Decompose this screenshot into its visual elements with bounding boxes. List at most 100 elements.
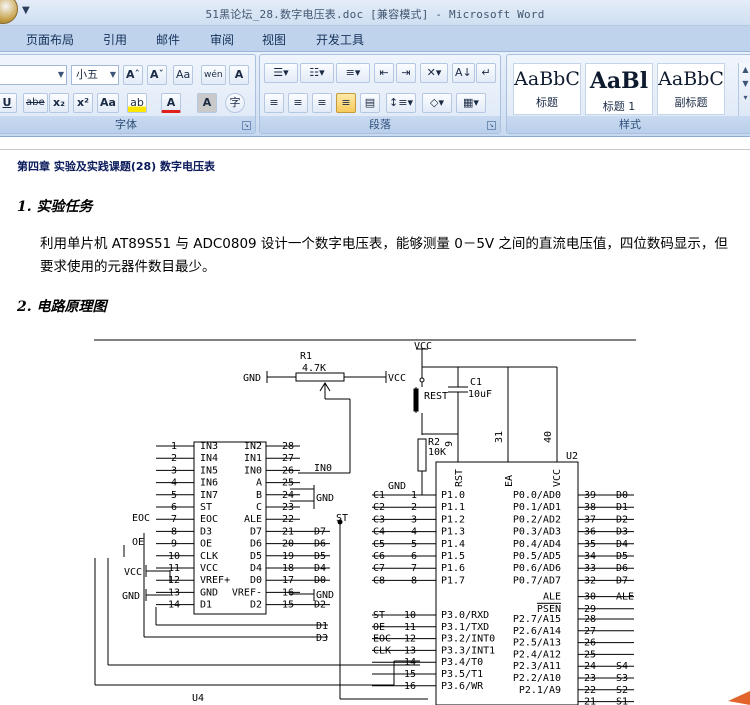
- section-heading-1: 1. 实验任务: [17, 199, 93, 215]
- mcu-p1-pin-number: 5: [411, 539, 417, 550]
- adc-right-pin-name: B: [256, 490, 262, 501]
- mcu-p2-pin-name: P2.1/A9: [519, 685, 561, 696]
- adc-right-pin-number: 17: [282, 575, 294, 586]
- adc-data-net: D0: [314, 575, 326, 586]
- bullets-button[interactable]: ☰▾: [264, 63, 298, 83]
- mcu-p1-pin-name: P1.6: [441, 563, 465, 574]
- underline-button[interactable]: U: [0, 93, 17, 113]
- adc-left-pin-number: 4: [171, 478, 177, 489]
- chinese-layout-button[interactable]: ✕▾: [420, 63, 448, 83]
- char-shading-button[interactable]: A: [197, 93, 217, 113]
- mcu-p3-pin-number: 10: [404, 610, 416, 621]
- styles-scroll[interactable]: ▲▼▾: [738, 63, 750, 121]
- adc-right-pin-number: 28: [282, 441, 294, 452]
- adc-data-net: D7: [314, 526, 326, 537]
- adc-right-pin-name: IN2: [244, 441, 262, 452]
- highlight-button[interactable]: ab: [127, 93, 147, 113]
- mcu-pin-40: 40: [543, 431, 554, 443]
- adc-left-pin-number: 14: [168, 600, 180, 611]
- mcu-p1-pin-number: 4: [411, 527, 417, 538]
- tab-mailings[interactable]: 邮件: [156, 33, 181, 47]
- style-title[interactable]: AaBbC 标题: [513, 63, 581, 115]
- adc-left-pin-number: 10: [168, 551, 180, 562]
- mcu-p0-pin-name: P0.6/AD6: [513, 563, 561, 574]
- mcu-p0-net: D1: [616, 502, 628, 513]
- font-color-button[interactable]: A: [161, 93, 181, 113]
- numbering-button[interactable]: ☷▾: [300, 63, 334, 83]
- style-heading1[interactable]: AaBl 标题 1: [585, 63, 653, 115]
- paragraph-dialog-launcher-icon[interactable]: ↘: [487, 121, 496, 130]
- vcc-label-top: VCC: [414, 341, 432, 352]
- mcu-p2-pin-number: 28: [584, 614, 596, 625]
- adc-left-pin-name: VREF+: [200, 575, 230, 586]
- tab-references[interactable]: 引用: [103, 33, 128, 47]
- r1-value: 4.7K: [302, 363, 326, 374]
- mcu-p1-net: C6: [373, 551, 385, 562]
- font-group: ▼ 小五▼ Aˆ Aˇ Aa wén A U abe x₂ x² Aa ab A…: [0, 54, 256, 134]
- align-left-button[interactable]: ≡: [264, 93, 284, 113]
- multilevel-list-button[interactable]: ≡▾: [336, 63, 370, 83]
- adc-left-pin-number: 13: [168, 587, 180, 598]
- superscript-button[interactable]: x²: [73, 93, 93, 113]
- clear-format-button[interactable]: Aa: [173, 65, 194, 85]
- font-name-select[interactable]: ▼: [0, 65, 67, 85]
- mcu-p3-pin-number: 16: [404, 681, 416, 692]
- grow-font-button[interactable]: Aˆ: [123, 65, 144, 85]
- adc-left-pin-name: OE: [200, 539, 212, 550]
- ribbon-tabs: 页面布局 引用 邮件 审阅 视图 开发工具: [0, 26, 750, 52]
- shading-button[interactable]: ◇▾: [422, 93, 452, 113]
- shrink-font-button[interactable]: Aˇ: [147, 65, 168, 85]
- paragraph-group: ☰▾ ☷▾ ≡▾ ⇤ ⇥ ✕▾ A↓ ↵ ≡ ≡ ≡ ≡ ▤ ↕≡▾ ◇▾ ▦▾…: [259, 54, 501, 134]
- enclose-char-button[interactable]: 字: [225, 93, 245, 113]
- justify-button[interactable]: ≡: [336, 93, 356, 113]
- adc-right-pin-number: 20: [282, 539, 294, 550]
- adc-left-pin-number: 7: [171, 514, 177, 525]
- sort-button[interactable]: A↓: [452, 63, 475, 83]
- mcu-p0-pin-number: 30: [584, 592, 596, 603]
- adc-right-pin-name: D6: [250, 539, 262, 550]
- font-dialog-launcher-icon[interactable]: ↘: [242, 121, 251, 130]
- adc-right-pin-name: D0: [250, 575, 262, 586]
- adc-left-pin-number: 6: [171, 502, 177, 513]
- char-border-button[interactable]: A: [229, 65, 249, 85]
- strikethrough-button[interactable]: abe: [23, 93, 48, 113]
- mcu-p2-pin-name: P2.7/A15: [513, 614, 561, 625]
- mcu-p3-pin-number: 13: [404, 645, 416, 656]
- eoc-net-label: EOC: [132, 513, 150, 524]
- adc-right-pin-number: 23: [282, 502, 294, 513]
- mcu-p1-pin-name: P1.3: [441, 527, 465, 538]
- show-marks-button[interactable]: ↵: [476, 63, 496, 83]
- increase-indent-button[interactable]: ⇥: [396, 63, 416, 83]
- align-center-button[interactable]: ≡: [288, 93, 308, 113]
- subscript-button[interactable]: x₂: [49, 93, 69, 113]
- line-spacing-button[interactable]: ↕≡▾: [386, 93, 416, 113]
- r2-label: R2: [428, 437, 440, 448]
- mcu-p1-pin-name: P1.0: [441, 490, 465, 501]
- tab-view[interactable]: 视图: [262, 33, 287, 47]
- adc-left-pin-name: IN6: [200, 478, 218, 489]
- document-page[interactable]: 第四章 实验及实践课题(28) 数字电压表 1. 实验任务 利用单片机 AT89…: [0, 137, 750, 705]
- mcu-p2-pin-name: P2.2/A10: [513, 673, 561, 684]
- phonetic-guide-button[interactable]: wén: [201, 65, 226, 85]
- decrease-indent-button[interactable]: ⇤: [374, 63, 394, 83]
- mcu-p3-pin-name: P3.5/T1: [441, 669, 483, 680]
- tab-review[interactable]: 审阅: [210, 33, 235, 47]
- mcu-p3-pin-name: P3.6/WR: [441, 681, 484, 692]
- mcu-p0-net: D6: [616, 563, 628, 574]
- mcu-p2-net: S3: [616, 673, 628, 684]
- distributed-button[interactable]: ▤: [360, 93, 380, 113]
- adc-left-pin-number: 3: [171, 465, 177, 476]
- adc-left-pin-name: GND: [200, 587, 218, 598]
- gnd-label-bc: GND: [316, 493, 334, 504]
- adc-right-pin-number: 27: [282, 453, 294, 464]
- font-size-select[interactable]: 小五▼: [71, 65, 119, 85]
- mcu-p1-net: C3: [373, 514, 385, 525]
- align-right-button[interactable]: ≡: [312, 93, 332, 113]
- change-case-button[interactable]: Aa: [97, 93, 119, 113]
- borders-button[interactable]: ▦▾: [456, 93, 486, 113]
- tab-page-layout[interactable]: 页面布局: [26, 33, 75, 47]
- quick-access-dropdown-icon[interactable]: ▼: [22, 5, 30, 16]
- style-subtitle[interactable]: AaBbC 副标题: [657, 63, 725, 115]
- tab-developer[interactable]: 开发工具: [316, 33, 365, 47]
- vcc-label-r1: VCC: [388, 373, 406, 384]
